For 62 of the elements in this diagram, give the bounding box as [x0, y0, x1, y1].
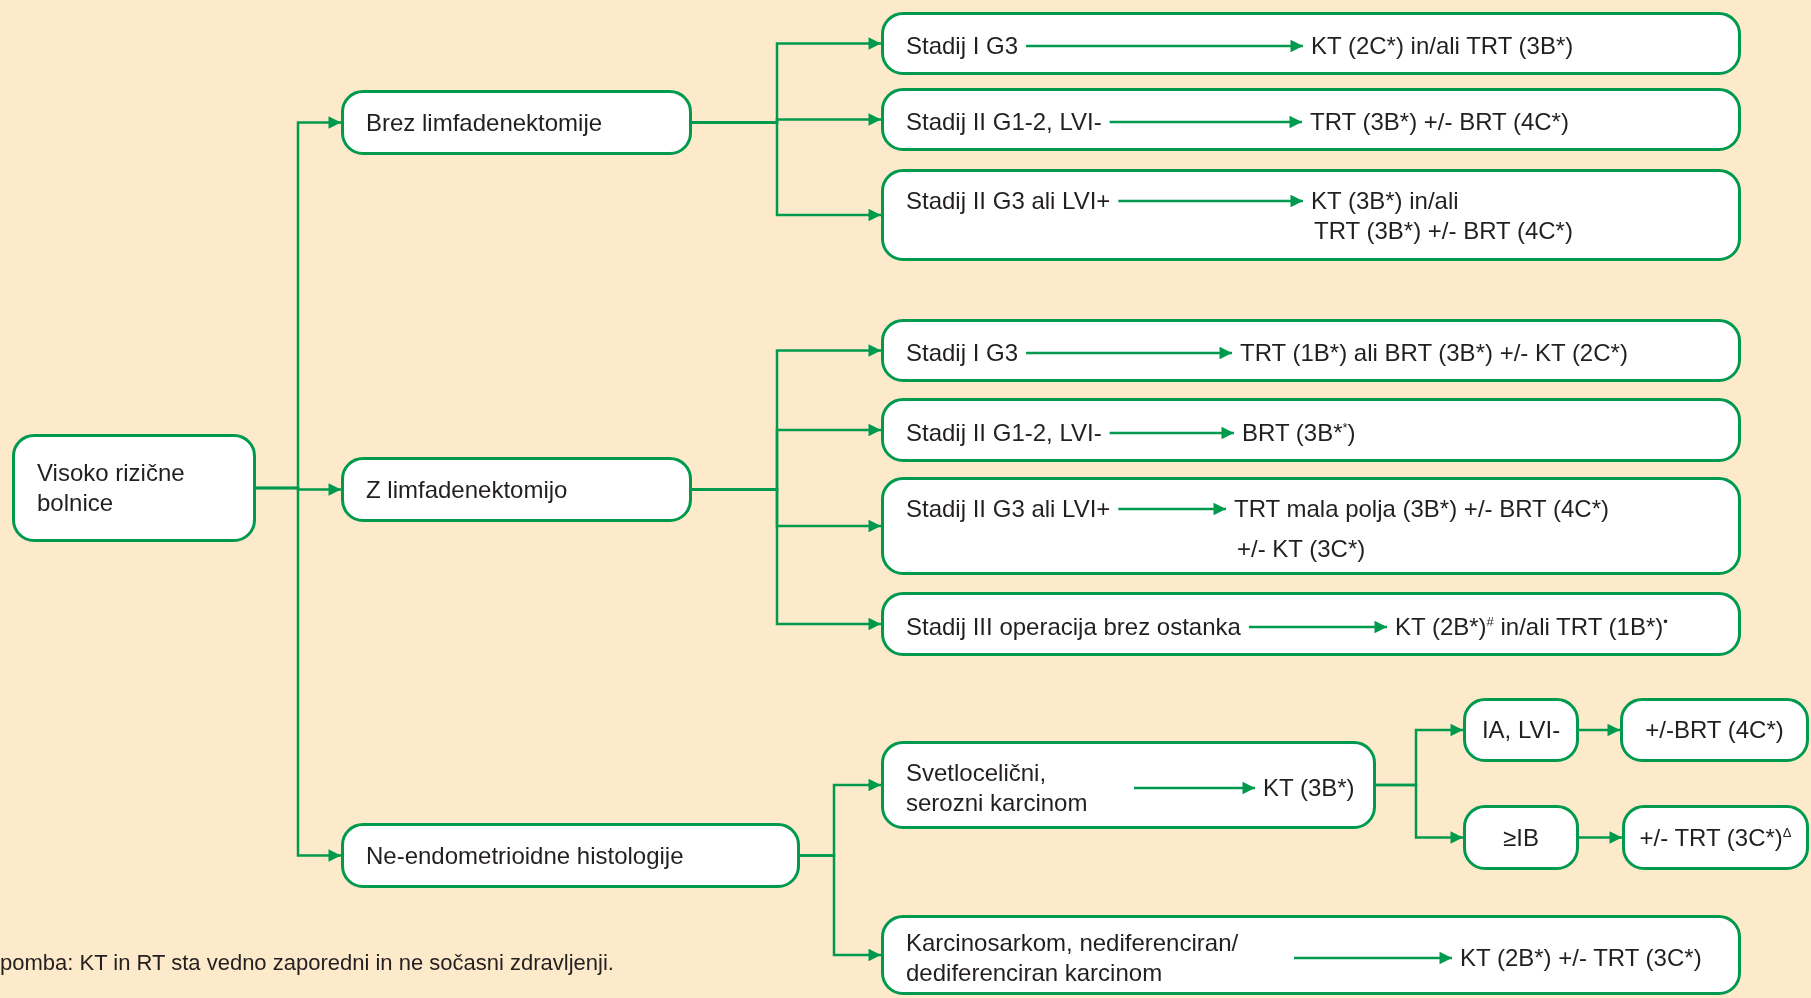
- node-label: Z limfadenektomijo: [366, 474, 568, 505]
- arrow: [1134, 781, 1255, 795]
- stage-text: Stadij II G1-2, LVI-: [898, 418, 1110, 448]
- rounded-box: [341, 457, 692, 522]
- stage-text: Stadij II G3 ali LVI+: [898, 494, 1119, 524]
- stage-text: Stadij I G3: [898, 31, 1027, 61]
- rounded-box: [881, 319, 1741, 382]
- treatment-text: KT (3B*) in/ali: [1311, 186, 1460, 216]
- stage-text: Stadij II G1-2, LVI-: [898, 107, 1110, 137]
- node-label: IA, LVI-: [1481, 715, 1561, 745]
- treatment-text: KT (3B*): [1255, 773, 1363, 803]
- treatment-text: TRT mala polja (3B*) +/- BRT (4C*): [1234, 494, 1609, 524]
- rounded-box: [881, 592, 1741, 656]
- node-label: Ne-endometrioidne histologije: [366, 840, 684, 871]
- arrow: [1118, 502, 1226, 516]
- treatment-text: TRT (1B*) ali BRT (3B*) +/- KT (2C*): [1232, 338, 1636, 368]
- arrow: [1118, 194, 1303, 208]
- stage-text: Stadij II G3 ali LVI+: [898, 186, 1119, 216]
- rounded-box: [341, 90, 692, 155]
- arrow: [1109, 426, 1234, 440]
- rounded-box: [12, 434, 256, 542]
- rounded-box: [1620, 698, 1809, 762]
- node-label: +/- TRT (3C*)$^{Δ}$: [1639, 822, 1792, 853]
- rounded-box: [881, 398, 1741, 462]
- treatment-text: +/- KT (3C*): [1237, 534, 1367, 564]
- rounded-box: [1463, 805, 1579, 870]
- arrow: [692, 488, 881, 631]
- treatment-text: KT (2B*) +/- TRT (3C*): [1452, 943, 1710, 973]
- stage-text: Karcinosarkom, nediferenciran/ dediferenciran karcinom: [898, 928, 1294, 988]
- arrow: [1026, 346, 1232, 360]
- rounded-box: [881, 741, 1376, 829]
- rounded-box: [881, 915, 1741, 995]
- arrow: [1294, 951, 1452, 965]
- arrow: [1248, 620, 1387, 634]
- node-label: +/-BRT (4C*): [1645, 715, 1784, 745]
- rounded-box: [1622, 805, 1809, 870]
- treatment-text: TRT (3B*) +/- BRT (4C*): [1302, 107, 1577, 137]
- treatment-text: BRT (3B*$^{*}$): [1234, 418, 1364, 448]
- arrow: [1026, 39, 1303, 53]
- arrow: [1579, 831, 1622, 844]
- arrow: [256, 486, 341, 862]
- stage-text: Svetlocelični, serozni karcinom: [898, 758, 1134, 818]
- arrow: [692, 121, 881, 222]
- rounded-box: [881, 477, 1741, 575]
- treatment-text: KT (2C*) in/ali TRT (3B*): [1303, 31, 1582, 61]
- footnote-text: pomba: KT in RT sta vedno zaporedni in ne sočasni zdravljenji.: [0, 950, 614, 976]
- stage-text: Stadij I G3: [898, 338, 1027, 368]
- arrow: [1376, 783, 1463, 844]
- treatment-text: TRT (3B*) +/- BRT (4C*): [1314, 216, 1573, 246]
- rounded-box: [881, 88, 1741, 151]
- rounded-box: [881, 12, 1741, 75]
- node-label: Visoko rizične bolnice: [37, 458, 186, 518]
- rounded-box: [881, 169, 1741, 261]
- rounded-box: [1463, 698, 1579, 762]
- node-label: Brez limfadenektomije: [366, 107, 603, 138]
- rounded-box: [341, 823, 800, 888]
- arrow: [1109, 115, 1302, 129]
- treatment-text: KT (2B*)$^{#}$ in/ali TRT (1B*)$^{•}$: [1387, 612, 1676, 642]
- arrow: [800, 854, 881, 962]
- stage-text: Stadij III operacija brez ostanka: [898, 612, 1249, 642]
- node-label: ≥IB: [1503, 822, 1539, 853]
- arrow: [1579, 723, 1620, 737]
